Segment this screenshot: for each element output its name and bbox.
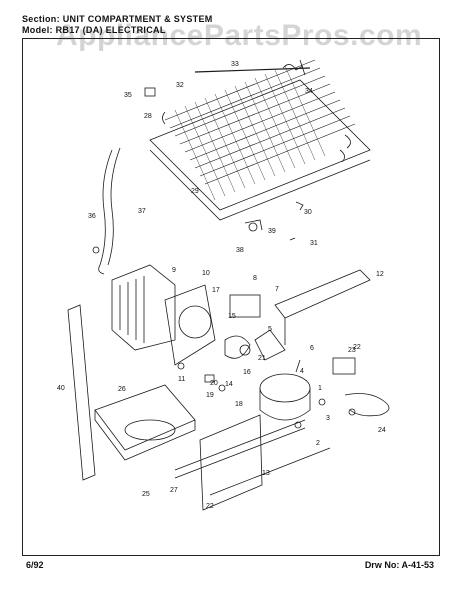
- callout-11: 11: [178, 376, 185, 383]
- callout-8: 8: [253, 275, 257, 282]
- callout-39: 39: [268, 228, 276, 235]
- callout-7: 7: [275, 286, 279, 293]
- section-value: UNIT COMPARTMENT & SYSTEM: [62, 14, 213, 24]
- power-cord: [344, 393, 390, 417]
- callout-20: 20: [210, 380, 218, 387]
- fan-blade-assembly: [224, 294, 286, 361]
- callout-19: 19: [206, 392, 214, 399]
- callout-31: 31: [310, 240, 318, 247]
- callout-2: 2: [316, 440, 320, 447]
- callout-3: 3: [326, 415, 330, 422]
- callout-34: 34: [305, 88, 313, 95]
- callout-32: 32: [176, 82, 184, 89]
- side-panel: [67, 304, 96, 481]
- footer-divider: [22, 555, 440, 556]
- compressor: [259, 359, 311, 421]
- callout-30: 30: [304, 209, 312, 216]
- fan-shroud: [111, 264, 216, 366]
- callout-36: 36: [88, 213, 96, 220]
- callout-27: 27: [170, 487, 178, 494]
- callout-33: 33: [231, 61, 239, 68]
- callout-16: 16: [243, 369, 251, 376]
- back-panel: [199, 414, 263, 511]
- callout-22: 22: [206, 503, 214, 510]
- model-label: Model:: [22, 25, 53, 35]
- small-parts: [144, 64, 326, 429]
- callout-10: 10: [202, 270, 210, 277]
- callout-4: 4: [300, 368, 304, 375]
- callout-37: 37: [138, 208, 146, 215]
- callout-23: 23: [348, 347, 356, 354]
- model-value: RB17 (DA) ELECTRICAL: [55, 25, 166, 35]
- callout-labels: 1 2 3 4 5 6 7 8 9 10 11 12 13 14 15 16 1…: [57, 61, 386, 510]
- drawing-number-value: A-41-53: [401, 560, 434, 570]
- callout-6: 6: [310, 345, 314, 352]
- callout-13: 13: [262, 470, 270, 477]
- footer-date: 6/92: [26, 560, 44, 570]
- callout-28: 28: [144, 113, 152, 120]
- callout-1: 1: [318, 385, 322, 392]
- mounting-bracket: [274, 269, 371, 345]
- callout-12: 12: [376, 271, 384, 278]
- callout-38: 38: [236, 247, 244, 254]
- callout-9: 9: [172, 267, 176, 274]
- callout-26: 26: [118, 386, 126, 393]
- diagram-header: Section: UNIT COMPARTMENT & SYSTEM Model…: [22, 14, 440, 36]
- callout-21: 21: [258, 355, 266, 362]
- callout-29: 29: [191, 188, 199, 195]
- callout-35: 35: [124, 92, 132, 99]
- callout-14: 14: [225, 381, 233, 388]
- callout-15: 15: [228, 313, 236, 320]
- footer-drawing-number: Drw No: A-41-53: [365, 560, 434, 570]
- relay: [332, 357, 356, 375]
- capillary-tubing: [92, 147, 121, 275]
- base-pan: [94, 384, 196, 461]
- callout-24: 24: [378, 427, 386, 434]
- callout-22-repeat: 22: [353, 344, 361, 351]
- drawing-number-label: Drw No:: [364, 560, 400, 570]
- parts-diagram-sheet: Section: UNIT COMPARTMENT & SYSTEM Model…: [22, 14, 440, 582]
- callout-40: 40: [57, 385, 65, 392]
- callout-5: 5: [268, 326, 272, 333]
- compressor-rails: [174, 419, 331, 496]
- callout-25: 25: [142, 491, 150, 498]
- section-label: Section:: [22, 14, 60, 24]
- condenser-coil: [149, 59, 371, 221]
- callout-17: 17: [212, 287, 220, 294]
- callout-18: 18: [235, 401, 243, 408]
- watermark: AppliancePartsPros.com: [56, 19, 423, 52]
